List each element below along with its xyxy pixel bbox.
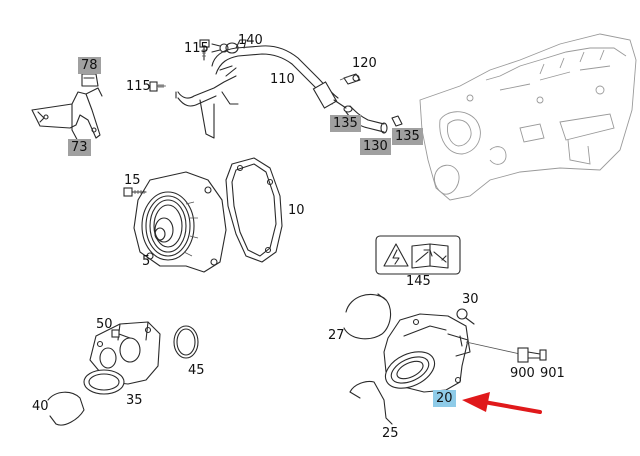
warning-label-145	[375, 235, 461, 275]
thermostat-housing-20	[383, 313, 471, 393]
part-label-15[interactable]: 15	[124, 173, 141, 188]
bracket-73	[31, 87, 103, 146]
part-label-135[interactable]: 135	[330, 115, 361, 132]
bolt-50	[111, 329, 131, 339]
part-label-45[interactable]: 45	[188, 363, 205, 378]
part-label-120[interactable]: 120	[352, 56, 377, 71]
part-label-35[interactable]: 35	[126, 393, 143, 408]
part-label-10[interactable]: 10	[288, 203, 305, 218]
bolt-115-left	[149, 81, 166, 92]
part-label-40[interactable]: 40	[32, 399, 49, 414]
clamp-135-right	[391, 115, 403, 127]
part-label-20[interactable]: 20	[433, 390, 456, 407]
seal-ring-27	[343, 293, 392, 340]
manual-book-icon	[411, 243, 449, 269]
part-label-135-right[interactable]: 135	[392, 128, 423, 145]
part-label-140[interactable]: 140	[238, 33, 263, 48]
housing-35	[83, 321, 161, 395]
part-label-73[interactable]: 73	[68, 139, 91, 156]
part-label-78[interactable]: 78	[78, 57, 101, 74]
warning-triangle-icon	[383, 243, 409, 267]
sensor-900-901	[465, 341, 547, 363]
part-label-115-top[interactable]: 115	[184, 41, 209, 56]
wrench-icon	[415, 249, 447, 263]
gasket-10	[225, 157, 283, 263]
red-arrow-icon	[462, 392, 542, 414]
clip-25	[349, 380, 393, 425]
seal-ring-45	[173, 325, 199, 359]
bolt-30	[456, 308, 475, 325]
clip-78	[81, 73, 99, 87]
part-label-5[interactable]: 5	[142, 254, 151, 269]
bolt-15	[123, 187, 147, 197]
part-label-130[interactable]: 130	[360, 138, 391, 155]
part-label-900[interactable]: 900	[510, 366, 535, 381]
part-label-901[interactable]: 901	[540, 366, 565, 381]
part-label-145[interactable]: 145	[406, 274, 431, 289]
part-label-110[interactable]: 110	[270, 72, 295, 87]
water-pump-5	[133, 171, 227, 273]
part-label-25[interactable]: 25	[382, 426, 399, 441]
bolt-115-top	[199, 39, 210, 61]
part-label-27[interactable]: 27	[328, 328, 345, 343]
bolt-120	[339, 73, 361, 85]
pipe-110	[211, 39, 347, 109]
part-label-115[interactable]: 115	[126, 79, 151, 94]
engine-block	[419, 33, 637, 201]
clip-40	[47, 391, 85, 426]
part-label-50[interactable]: 50	[96, 317, 113, 332]
part-label-30[interactable]: 30	[462, 292, 479, 307]
pipe-bracket	[175, 75, 239, 139]
